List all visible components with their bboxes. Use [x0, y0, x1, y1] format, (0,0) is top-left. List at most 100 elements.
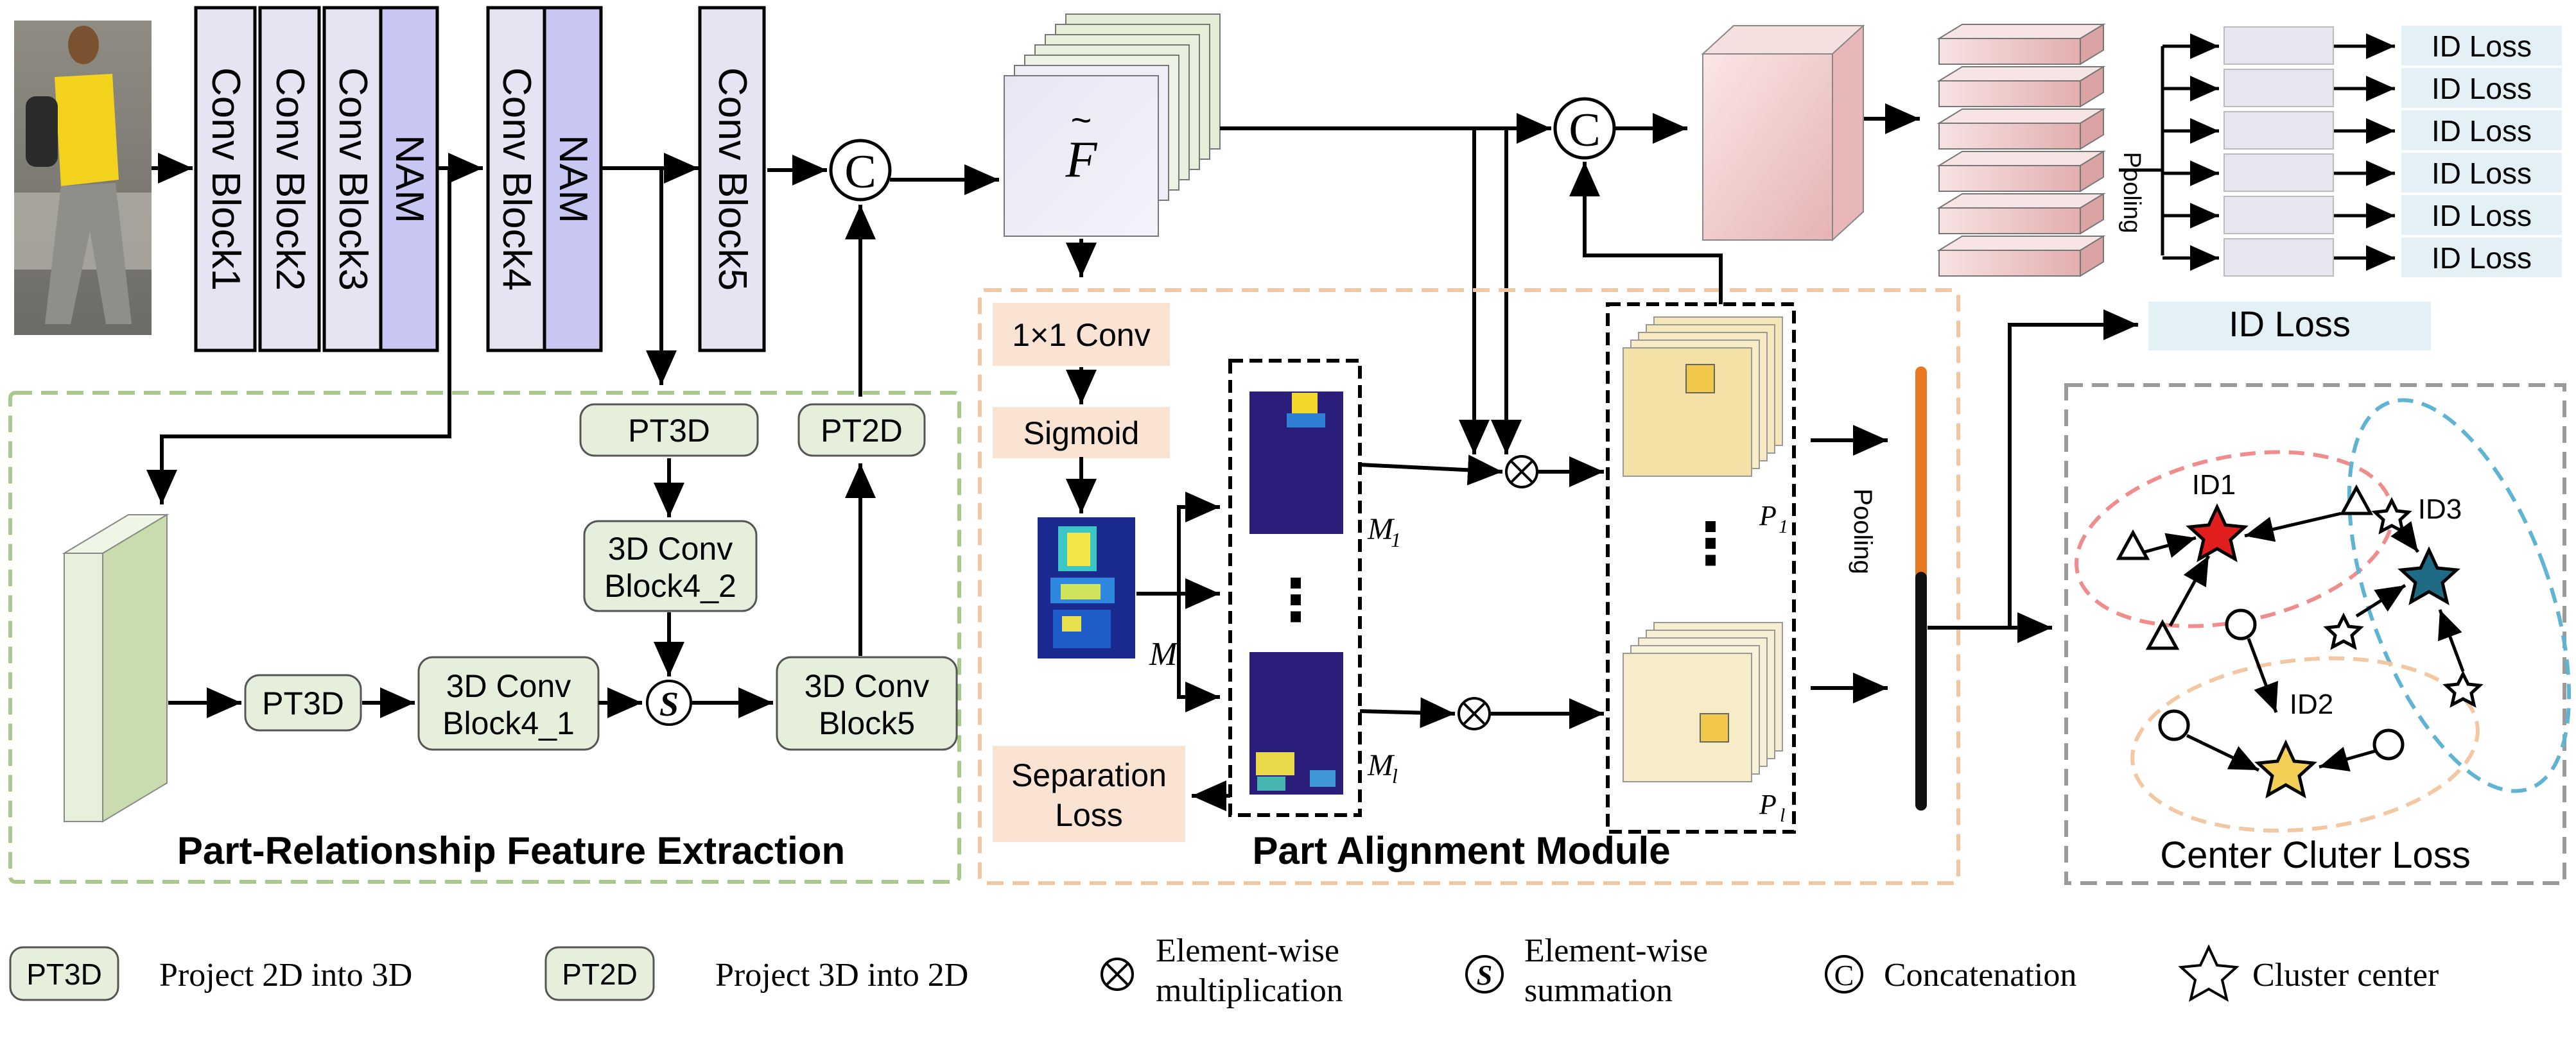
- svg-text:PT3D: PT3D: [26, 958, 102, 991]
- part-alignment-region: [978, 288, 1960, 885]
- svg-text:PT3D: PT3D: [628, 413, 710, 449]
- id-loss-box: ID Loss: [2401, 68, 2562, 108]
- svg-text:M: M: [1367, 748, 1395, 782]
- svg-text:1×1 Conv: 1×1 Conv: [1012, 317, 1150, 353]
- backbone-block-label: NAM: [551, 135, 595, 223]
- pink-slab: [1936, 150, 2106, 193]
- backbone-block-6: NAM: [543, 6, 603, 352]
- mask-1-label: M 1: [1367, 512, 1401, 551]
- multiply-circle-1: [1505, 455, 1538, 488]
- svg-text:PT2D: PT2D: [821, 413, 903, 449]
- svg-text:ID Loss: ID Loss: [2432, 30, 2532, 63]
- cluster-id-label: ID3: [2418, 494, 2462, 525]
- summation-circle: S: [646, 680, 692, 726]
- svg-text:summation: summation: [1524, 972, 1673, 1009]
- concat-circle-1: C: [829, 139, 892, 202]
- center-cluster-region: [2064, 383, 2566, 885]
- id-loss-box: ID Loss: [2401, 195, 2562, 235]
- svg-text:Concatenation: Concatenation: [1884, 957, 2076, 994]
- svg-text:P: P: [1759, 789, 1777, 820]
- svg-text:Cluster center: Cluster center: [2252, 957, 2439, 994]
- svg-text:C: C: [1569, 104, 1600, 157]
- pink-slab: [1936, 65, 2106, 108]
- svg-text:Element-wise: Element-wise: [1156, 933, 1339, 969]
- id-loss-box: ID Loss: [2401, 26, 2562, 65]
- backbone-block-1: Conv Block1: [194, 6, 257, 352]
- backbone-block-label: NAM: [387, 135, 431, 223]
- mask-1: [1249, 391, 1343, 534]
- svg-text:multiplication: multiplication: [1156, 972, 1343, 1009]
- sigmoid-box: Sigmoid: [993, 407, 1170, 458]
- svg-text:ID Loss: ID Loss: [2432, 241, 2532, 275]
- conv1x1-box: 1×1 Conv: [993, 303, 1170, 366]
- center-cluster-title: Center Cluter Loss: [2160, 834, 2471, 876]
- svg-text:Sigmoid: Sigmoid: [1023, 415, 1140, 451]
- svg-text:Block4_2: Block4_2: [604, 568, 736, 604]
- svg-text:3D Conv: 3D Conv: [805, 668, 930, 704]
- backbone-arrows: [146, 103, 1920, 504]
- pooled-vector: [2224, 153, 2334, 192]
- cluster-ellipses: [2075, 398, 2572, 833]
- cluster-centers: [2186, 503, 2460, 799]
- pink-slab: [1936, 23, 2106, 65]
- cluster-id-label: ID1: [2192, 469, 2236, 501]
- svg-text:Separation: Separation: [1011, 757, 1167, 793]
- summation-symbol: S: [659, 685, 679, 723]
- feature-symbol: F: [1065, 132, 1098, 188]
- backbone-block-label: Conv Block5: [710, 67, 754, 291]
- pt2d-top-box: PT2D: [797, 403, 926, 457]
- svg-text:l: l: [1780, 805, 1785, 826]
- part-dots: ⋮: [1682, 512, 1739, 576]
- concat-circle-2: C: [1553, 97, 1616, 160]
- svg-text:3D Conv: 3D Conv: [608, 531, 733, 567]
- id-loss-main-label: ID Loss: [2229, 304, 2351, 344]
- svg-text:PT3D: PT3D: [262, 685, 344, 721]
- svg-text:Block5: Block5: [819, 705, 915, 741]
- backbone-block-7: Conv Block5: [698, 6, 766, 352]
- attention-map: [1038, 517, 1135, 658]
- green-feature-slab: [62, 513, 170, 823]
- backbone-block-3: Conv Block3: [322, 6, 383, 352]
- svg-text:3D Conv: 3D Conv: [446, 668, 571, 704]
- backbone-block-label: Conv Block4: [494, 67, 539, 291]
- id-loss-box: ID Loss: [2401, 237, 2562, 277]
- svg-text:M: M: [1367, 512, 1395, 546]
- center-branch-arrows: [1928, 309, 2138, 643]
- cluster-arrows: [2144, 512, 2465, 772]
- mask-l-label: M l: [1367, 748, 1398, 787]
- backbone-block-label: Conv Block3: [331, 67, 375, 291]
- part-1-label: P 1: [1759, 500, 1788, 537]
- part-feature-group: [1606, 302, 1796, 834]
- pink-feature-block: [1701, 24, 1865, 242]
- mask-group: [1228, 359, 1362, 817]
- part-stack-l: [1623, 622, 1783, 782]
- svg-text:Project 2D into 3D: Project 2D into 3D: [159, 957, 412, 994]
- legend-pt3d: PT3D Project 2D into 3D: [9, 946, 412, 1001]
- global-pooling-label: Pooling: [2118, 152, 2145, 234]
- pink-slab: [1936, 108, 2106, 150]
- pooled-vector: [2224, 238, 2334, 277]
- pooled-vector: [2224, 26, 2334, 65]
- part-stack-1: [1623, 316, 1783, 477]
- svg-text:C: C: [844, 146, 876, 198]
- pt3d-top-box: PT3D: [579, 403, 759, 457]
- attention-map-label: M: [1149, 636, 1179, 673]
- svg-text:PT2D: PT2D: [562, 958, 638, 991]
- svg-text:ID Loss: ID Loss: [2432, 157, 2532, 190]
- feature-tilde: ~: [1071, 99, 1092, 140]
- svg-text:l: l: [1392, 764, 1398, 787]
- pooled-vector: [2224, 111, 2334, 150]
- backbone-block-2: Conv Block2: [258, 6, 321, 352]
- svg-text:Loss: Loss: [1055, 797, 1123, 833]
